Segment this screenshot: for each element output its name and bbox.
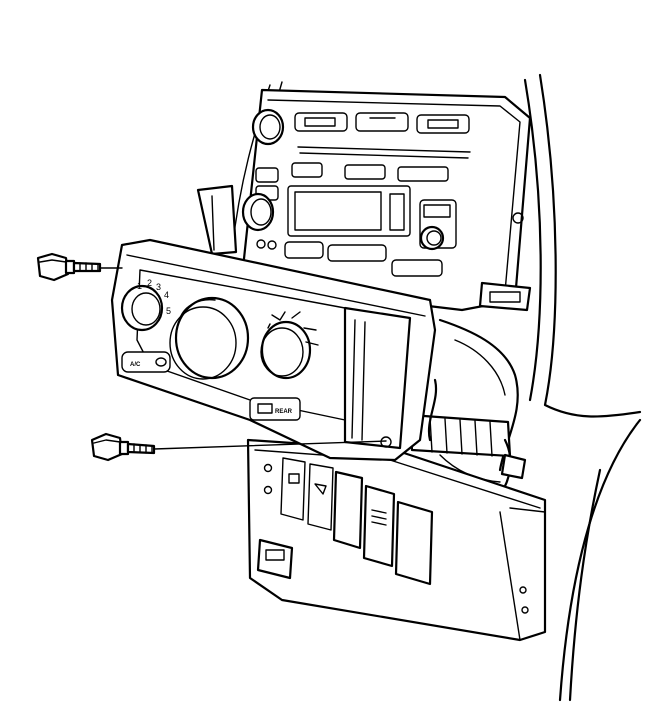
fan-speed-label-4: 4 — [164, 290, 169, 300]
rear-button-label: REAR — [275, 409, 293, 415]
fan-speed-knob: 1 2 3 4 5 — [120, 278, 171, 332]
radio-preset-button-row — [294, 112, 470, 134]
upper-bolt — [36, 252, 123, 282]
lower-switch-panel — [246, 438, 547, 642]
radio-display — [287, 185, 411, 237]
switch-5 — [394, 500, 434, 586]
radio-right-knob — [419, 225, 445, 251]
switch-3 — [332, 470, 364, 550]
temperature-knob — [169, 296, 250, 380]
radio-unit — [241, 88, 532, 312]
radio-side-connector — [478, 212, 532, 312]
switch-1 — [280, 457, 306, 521]
left-trim-bracket — [196, 184, 238, 256]
lower-bolt — [90, 432, 387, 462]
cd-slot — [297, 146, 471, 159]
mode-knob — [260, 311, 319, 380]
lower-bolt-leader-line — [153, 440, 387, 450]
fan-speed-label-3: 3 — [156, 282, 161, 292]
fan-speed-label-2: 2 — [147, 278, 152, 288]
fan-speed-label-5: 5 — [166, 306, 171, 316]
ac-button-label: A/C — [130, 362, 141, 368]
ac-button: A/C — [121, 351, 171, 373]
wiring-harness — [408, 318, 527, 497]
rear-defrost-button: REAR — [249, 397, 301, 421]
fan-speed-label-1: 1 — [137, 281, 142, 291]
lower-left-switch — [256, 538, 294, 580]
radio-volume-knob — [251, 108, 285, 146]
switch-2 — [307, 463, 334, 531]
radio-tune-knob — [241, 192, 275, 232]
switch-4 — [362, 484, 396, 568]
